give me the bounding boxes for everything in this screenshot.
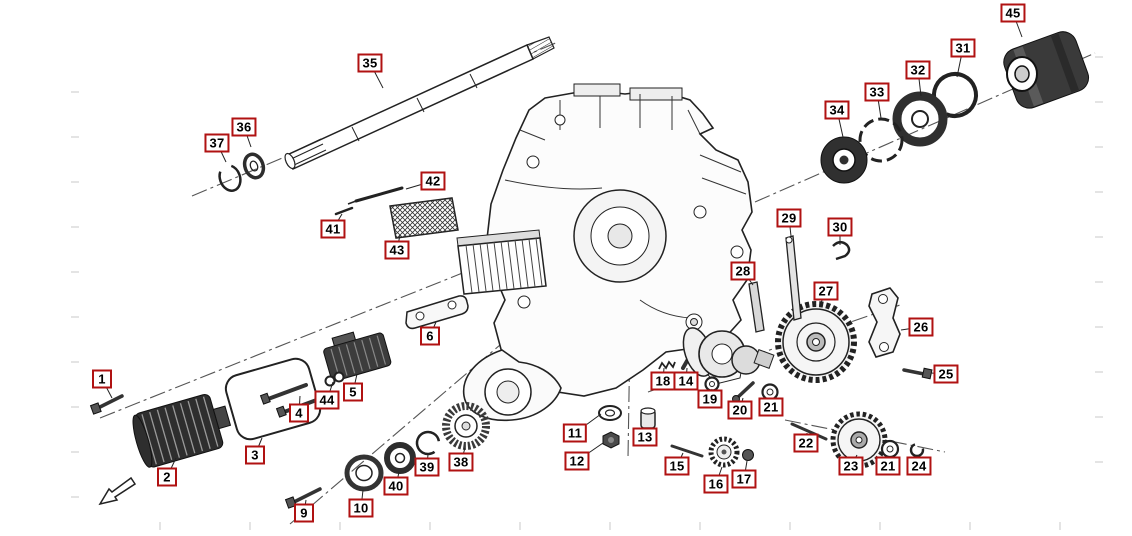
bearing-40 (384, 442, 416, 474)
clip-30 (832, 241, 851, 261)
part-label-21-b: 21 (875, 456, 901, 476)
oil-pump-body (682, 327, 775, 378)
shaft-28 (748, 281, 765, 333)
part-label-40: 40 (383, 476, 409, 496)
part-label-28: 28 (730, 261, 756, 281)
plate-6 (405, 295, 469, 330)
part-label-9: 9 (294, 503, 314, 523)
filter-screen-43 (389, 197, 459, 239)
part-label-25: 25 (933, 364, 959, 384)
part-label-13: 13 (632, 427, 658, 447)
spring-18 (658, 360, 676, 370)
part-label-39: 39 (414, 457, 440, 477)
rod-42 (347, 186, 404, 205)
part-label-4: 4 (289, 403, 309, 423)
worm-gear-16 (708, 436, 740, 468)
part-label-42: 42 (420, 171, 446, 191)
snap-ring-37 (218, 164, 242, 192)
pin-22 (790, 422, 828, 441)
part-label-6: 6 (420, 326, 440, 346)
collar-36 (242, 152, 266, 180)
nut-12 (602, 431, 620, 449)
drum-38 (442, 402, 490, 450)
part-label-29: 29 (776, 208, 802, 228)
part-label-17: 17 (731, 469, 757, 489)
part-label-38: 38 (448, 452, 474, 472)
part-label-22: 22 (793, 433, 819, 453)
finned-part-2 (132, 393, 232, 468)
part-label-1: 1 (92, 369, 112, 389)
part-label-26: 26 (908, 317, 934, 337)
pump-gear-23 (830, 411, 888, 469)
clutch-drum-45 (1003, 31, 1090, 109)
cap-17 (742, 449, 754, 461)
bearing-32 (892, 91, 948, 147)
part-label-24: 24 (906, 456, 932, 476)
buffer-block-5 (323, 331, 392, 382)
part-label-32: 32 (905, 60, 931, 80)
part-label-31: 31 (950, 38, 976, 58)
bracket-26 (868, 287, 901, 358)
part-label-43: 43 (384, 240, 410, 260)
part-label-35: 35 (357, 53, 383, 73)
part-label-37: 37 (204, 133, 230, 153)
rod-29 (785, 235, 802, 321)
part-label-19: 19 (697, 389, 723, 409)
part-label-33: 33 (864, 82, 890, 102)
part-label-23: 23 (838, 456, 864, 476)
gasket-3 (224, 357, 322, 441)
bolt-25 (902, 367, 933, 380)
part-label-44: 44 (314, 390, 340, 410)
part-label-21: 21 (758, 397, 784, 417)
snap-ring-39 (415, 430, 441, 456)
bolt-9 (284, 487, 322, 509)
part-label-15: 15 (664, 456, 690, 476)
part-label-41: 41 (320, 219, 346, 239)
oil-cooler (456, 229, 547, 295)
washer-11 (598, 405, 622, 421)
part-label-27: 27 (813, 281, 839, 301)
ruler-tick-marks (71, 56, 1103, 530)
part-label-36: 36 (231, 117, 257, 137)
part-label-14: 14 (673, 371, 699, 391)
part-label-45: 45 (1000, 3, 1026, 23)
part-label-2: 2 (157, 467, 177, 487)
oil-seal-34 (820, 136, 868, 184)
pin-15 (670, 444, 704, 458)
cam-gear-27 (775, 301, 857, 383)
direction-arrow (98, 476, 137, 506)
part-label-16: 16 (703, 474, 729, 494)
part-label-18: 18 (650, 371, 676, 391)
part-label-30: 30 (827, 217, 853, 237)
part-label-11: 11 (562, 423, 588, 443)
part-label-20: 20 (727, 400, 753, 420)
drive-shaft (284, 36, 555, 171)
part-label-10: 10 (348, 498, 374, 518)
part-label-5: 5 (343, 382, 363, 402)
spring-washer-33 (858, 117, 904, 163)
pin-41 (334, 206, 354, 216)
part-label-3: 3 (245, 445, 265, 465)
seal-ring-10 (344, 454, 384, 492)
screw-1 (89, 394, 124, 415)
part-label-34: 34 (824, 100, 850, 120)
part-label-12: 12 (564, 451, 590, 471)
